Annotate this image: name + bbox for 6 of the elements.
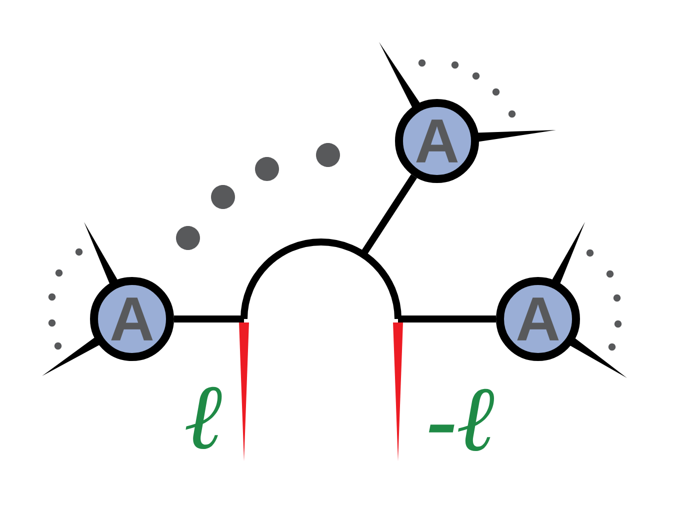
connector-line <box>398 316 496 322</box>
momentum-label: ℓ <box>186 386 222 450</box>
connector-line <box>174 316 244 322</box>
semicircle-vertex <box>240 238 402 320</box>
momentum-label: -ℓ <box>428 388 494 452</box>
connector-line <box>360 174 417 256</box>
